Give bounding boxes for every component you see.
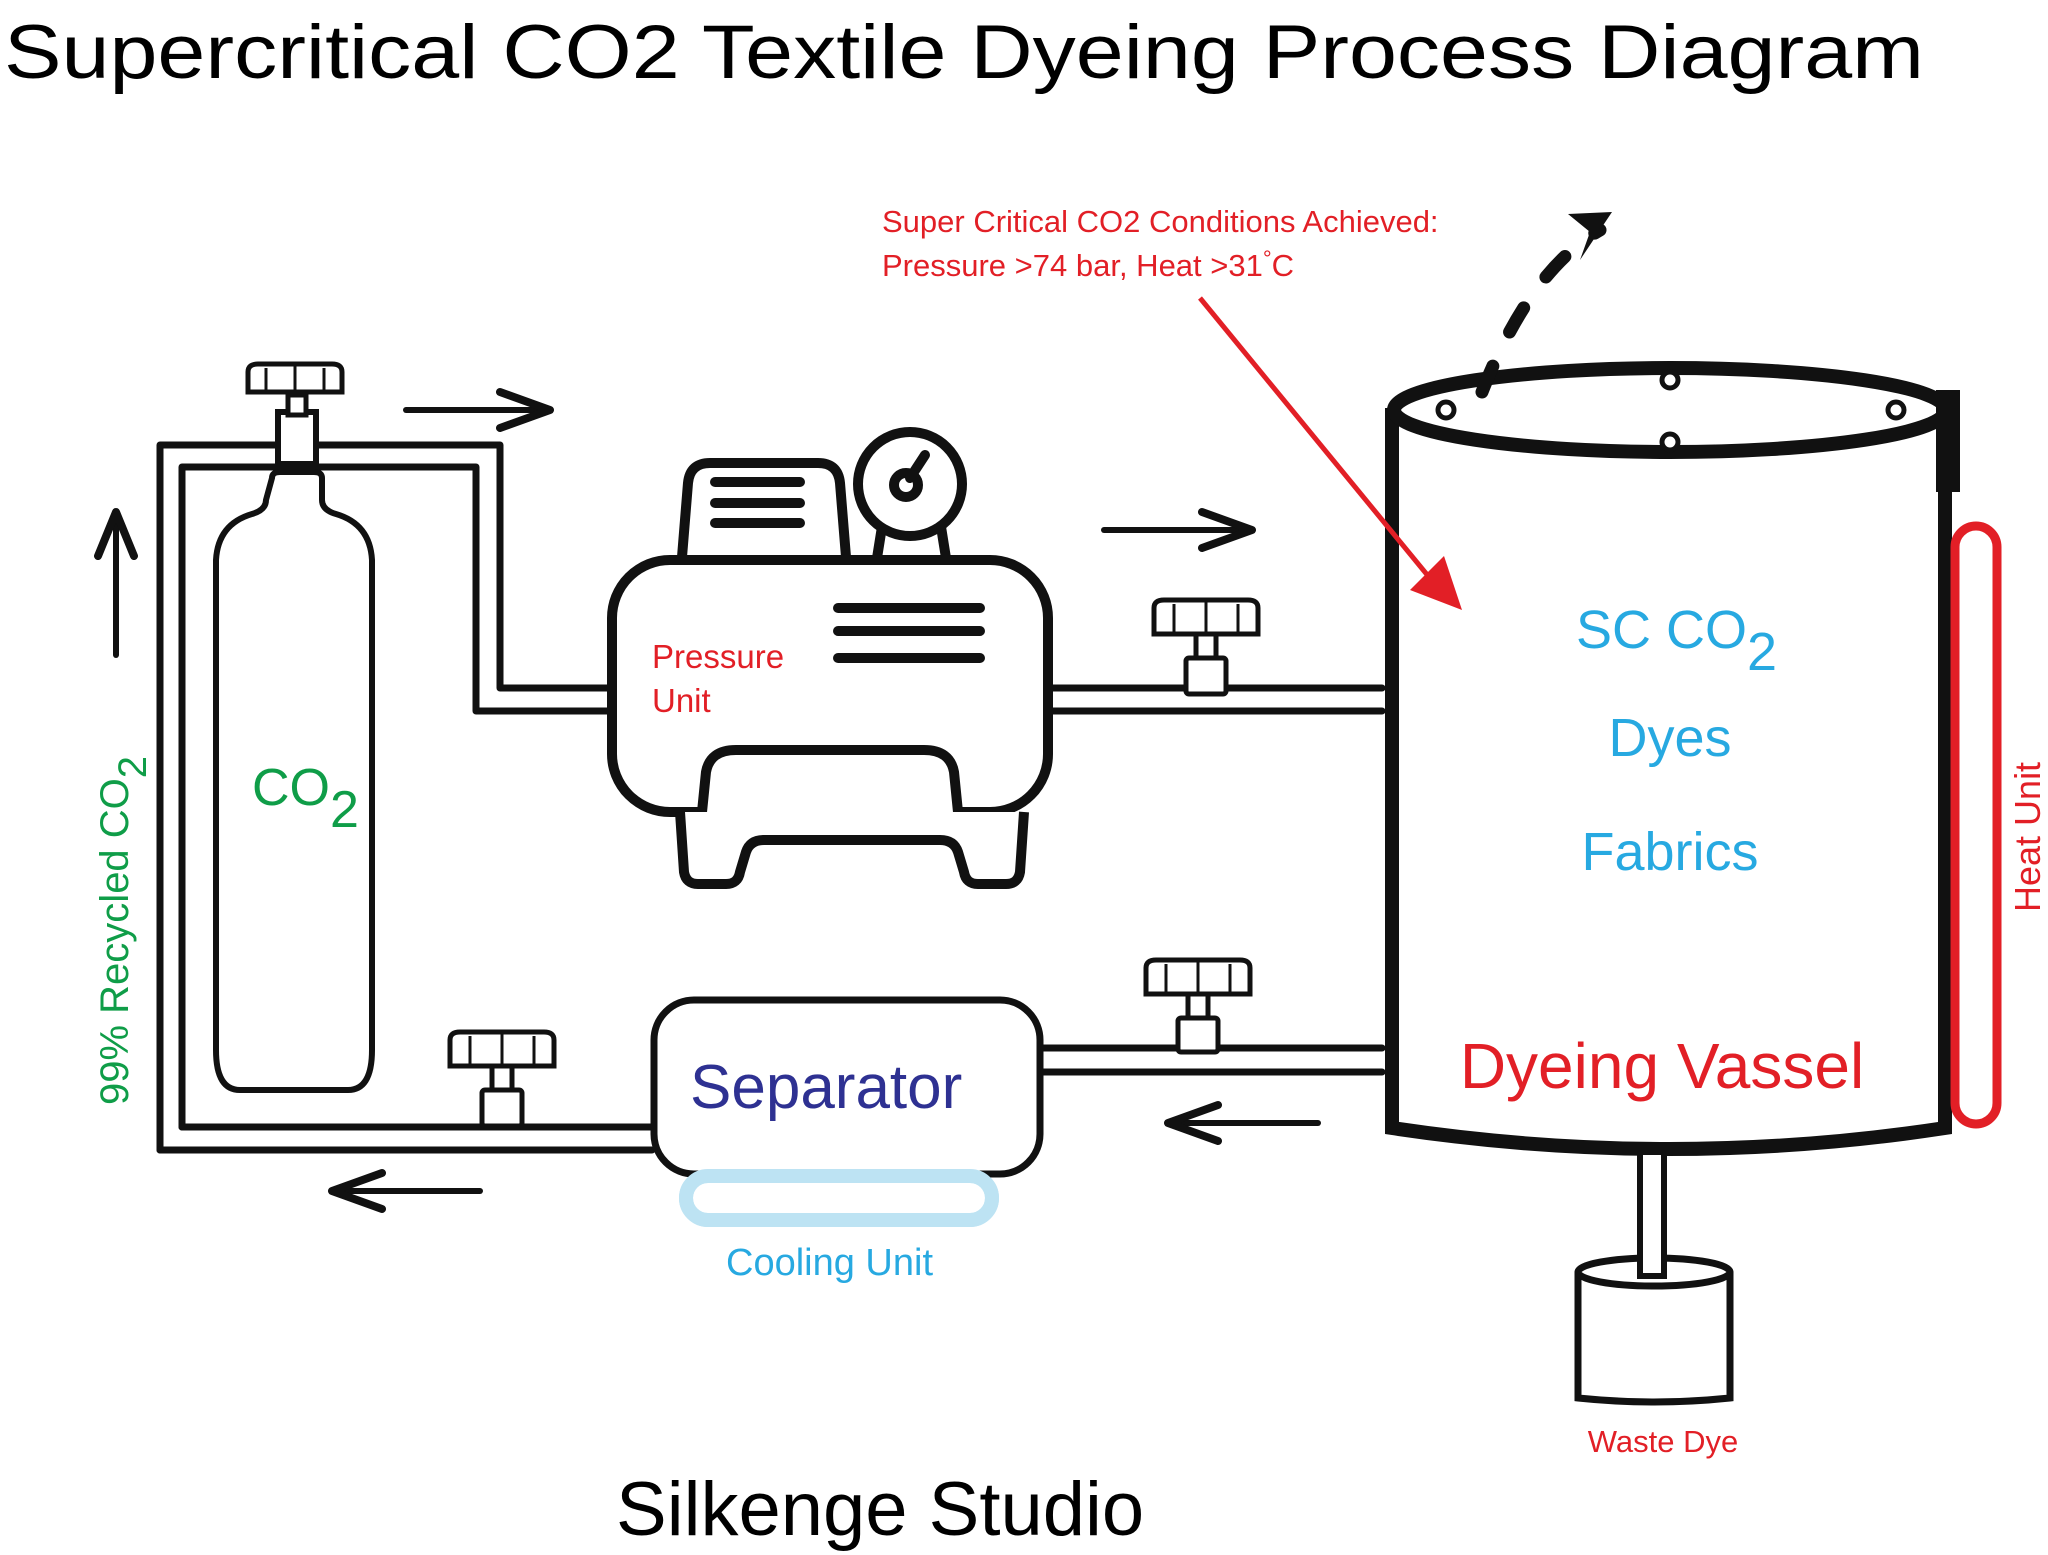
- valve-pump-vessel[interactable]: [1151, 597, 1261, 697]
- vent-arrow-dashed-icon: [1475, 212, 1612, 399]
- compressor-feet: [675, 811, 1029, 889]
- heat-unit-label: Heat Unit: [2007, 762, 2048, 912]
- cooling-unit-label: Cooling Unit: [726, 1242, 933, 1284]
- vessel-content-fabrics: Fabrics: [1581, 822, 1758, 882]
- pipe-inner-top: [178, 463, 614, 1131]
- vessel-content-dyes: Dyes: [1608, 708, 1731, 768]
- waste-dye-label: Waste Dye: [1588, 1424, 1738, 1459]
- annotation-line2: Pressure >74 bar, Heat >31°C: [882, 246, 1294, 283]
- pressure-unit-label-line1: Pressure: [652, 638, 784, 675]
- separator: Separator Cooling Unit: [650, 996, 1044, 1284]
- flow-arrows: [94, 212, 1612, 1213]
- waste-container: [1574, 1272, 1734, 1406]
- studio-credit: Silkenge Studio: [616, 1467, 1144, 1552]
- co2-tank: CO2: [213, 361, 375, 1093]
- arrow-right-icon: [403, 388, 554, 432]
- arrow-left-icon: [1164, 1101, 1321, 1145]
- tank-valve-stem: [285, 392, 309, 418]
- diagram-title: Supercritical CO2 Textile Dyeing Process…: [4, 10, 1924, 95]
- pressure-unit: Pressure Unit: [607, 427, 1053, 889]
- pressure-unit-label-line2: Unit: [652, 682, 711, 719]
- vessel-label: Dyeing Vassel: [1460, 1030, 1864, 1102]
- heat-unit-coil: [1950, 521, 2002, 1129]
- heater-bracket: [1936, 390, 1960, 492]
- pipe-outer-top: [156, 441, 614, 1154]
- valve-vessel-separator[interactable]: [1143, 957, 1253, 1055]
- tank-valve-body: [275, 409, 319, 467]
- tank-label: CO2: [252, 759, 359, 839]
- annotation-pointer-line: [1198, 296, 1440, 590]
- pressure-gauge-icon: [853, 427, 967, 541]
- arrow-right-icon: [1101, 508, 1256, 552]
- dyeing-vessel: Heat Unit SC CO2 Dyes Fabrics Dyeing Vas…: [1385, 361, 2048, 1459]
- separator-label: Separator: [690, 1053, 962, 1122]
- vessel-body: [1385, 408, 1952, 1156]
- sc-conditions-annotation: Super Critical CO2 Conditions Achieved: …: [882, 204, 1462, 610]
- arrow-left-icon: [328, 1169, 483, 1213]
- annotation-line1: Super Critical CO2 Conditions Achieved:: [882, 204, 1439, 239]
- tank-cylinder: [213, 469, 375, 1093]
- valve-separator-tank[interactable]: [447, 1029, 557, 1129]
- vessel-content-sc-co2: SC CO2: [1576, 600, 1777, 682]
- arrow-up-icon: [94, 508, 138, 658]
- annotation-arrowhead-icon: [1410, 556, 1462, 610]
- recycled-co2-label: 99% Recycled CO2: [93, 756, 155, 1105]
